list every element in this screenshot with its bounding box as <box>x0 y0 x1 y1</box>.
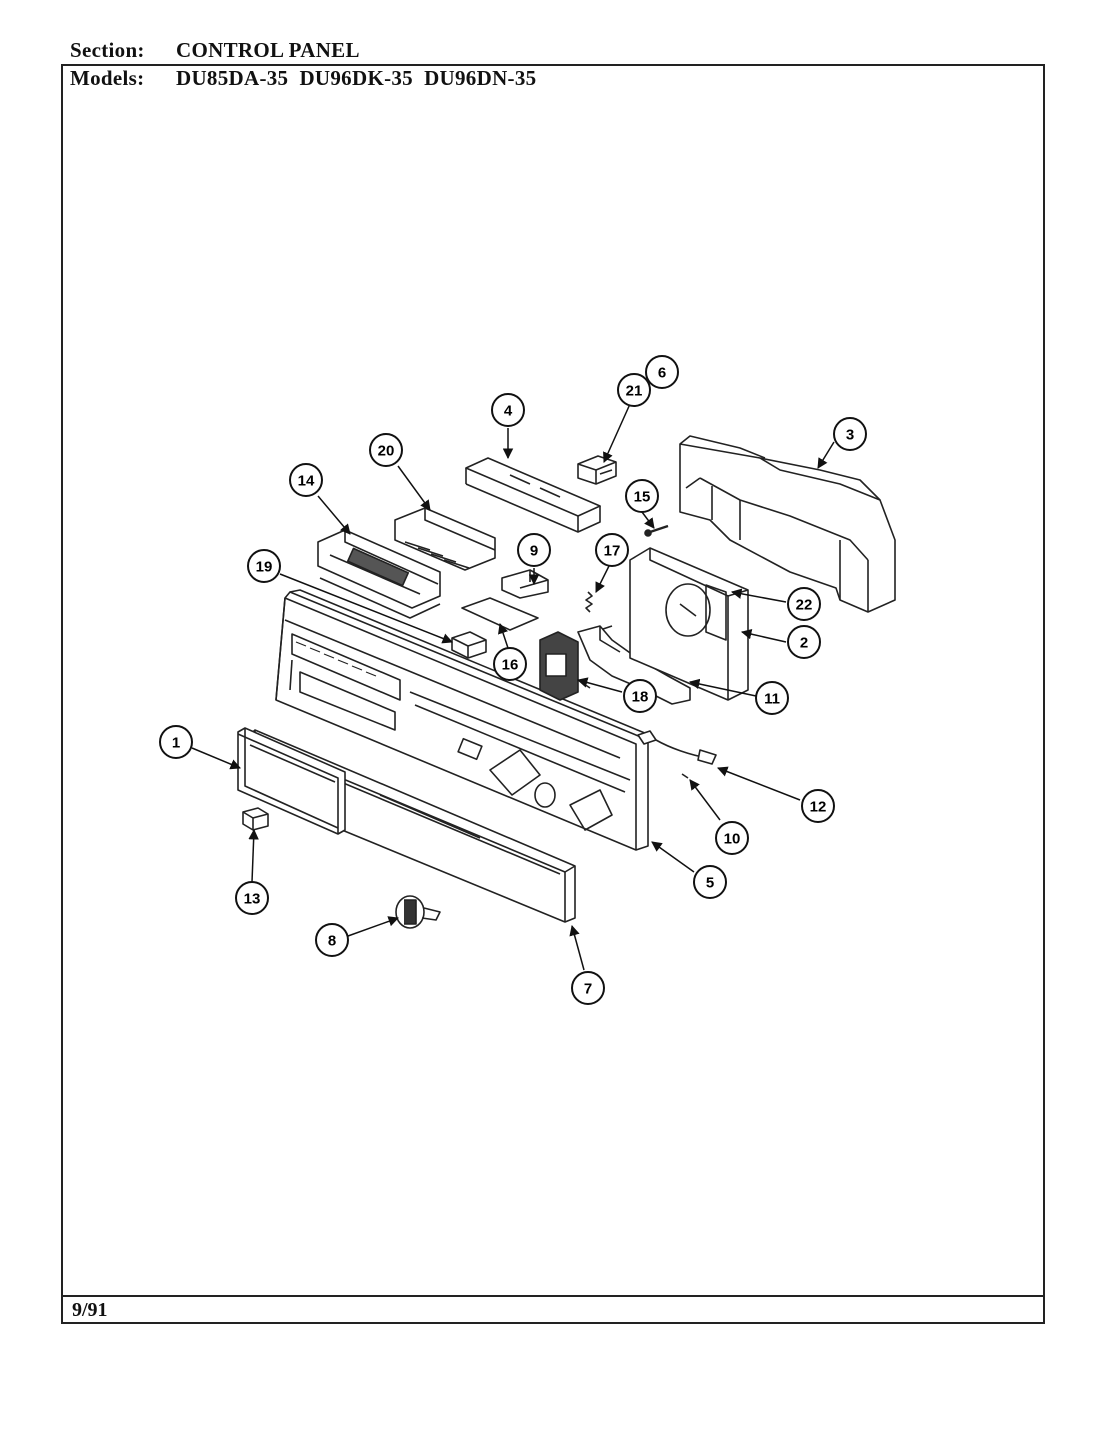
callout-17-label: 17 <box>604 543 621 560</box>
spring-part <box>585 591 593 613</box>
callout-1-label: 1 <box>172 735 180 752</box>
selector-switch-part <box>539 631 591 701</box>
callout-2-label: 2 <box>800 635 808 652</box>
callout-16: 16 <box>493 647 527 681</box>
callout-13-label: 13 <box>244 891 261 908</box>
callout-3: 3 <box>833 417 867 451</box>
wiring-bracket-part <box>577 625 691 705</box>
page-frame <box>61 64 1045 1324</box>
screw-part <box>644 524 669 537</box>
timer-part <box>629 547 749 701</box>
clip-part <box>681 773 689 779</box>
section-title: CONTROL PANEL <box>176 38 360 62</box>
callout-14-label: 14 <box>298 473 315 490</box>
circuit-board-part <box>461 597 539 631</box>
callout-13: 13 <box>235 881 269 915</box>
callout-4: 4 <box>491 393 525 427</box>
callout-5: 5 <box>693 865 727 899</box>
callout-16-label: 16 <box>502 657 519 674</box>
callout-2: 2 <box>787 625 821 659</box>
section-label: Section: <box>70 38 145 62</box>
models-label: Models: <box>70 66 145 90</box>
callout-6-label: 6 <box>658 365 666 382</box>
callouts: 1 2 3 4 5 6 7 8 9 10 11 12 13 14 15 16 1… <box>159 355 867 1005</box>
callout-3-label: 3 <box>846 427 854 444</box>
leader-lines <box>191 381 835 971</box>
small-switch-part <box>451 631 487 659</box>
callout-1: 1 <box>159 725 193 759</box>
callout-19: 19 <box>247 549 281 583</box>
callout-8: 8 <box>315 923 349 957</box>
callout-14: 14 <box>289 463 323 497</box>
callout-6: 6 <box>645 355 679 389</box>
knob-part <box>395 895 441 929</box>
callout-22: 22 <box>787 587 821 621</box>
footer-rule <box>61 1295 1045 1297</box>
callout-20-label: 20 <box>378 443 395 460</box>
callout-17: 17 <box>595 533 629 567</box>
button-block-part <box>242 807 269 831</box>
callout-11-label: 11 <box>764 691 780 708</box>
callout-15: 15 <box>625 479 659 513</box>
callout-20: 20 <box>369 433 403 467</box>
callout-5-label: 5 <box>706 875 714 892</box>
callout-4-label: 4 <box>504 403 513 420</box>
callout-21-label: 21 <box>626 383 643 400</box>
callout-9: 9 <box>517 533 551 567</box>
callout-19-label: 19 <box>256 559 273 576</box>
callout-18: 18 <box>623 679 657 713</box>
switch-bank-part <box>394 507 496 571</box>
callout-7-label: 7 <box>584 981 592 998</box>
callout-9-label: 9 <box>530 543 538 560</box>
callout-21: 21 <box>617 373 651 407</box>
rear-shroud-part <box>679 435 896 613</box>
callout-11: 11 <box>755 681 789 715</box>
control-panel-console-part <box>275 589 653 851</box>
callout-15-label: 15 <box>634 489 651 506</box>
callout-22-label: 22 <box>796 597 813 614</box>
cover-plate-part <box>465 457 601 533</box>
callout-12: 12 <box>801 789 835 823</box>
callout-10-label: 10 <box>724 831 741 848</box>
handle-part <box>237 727 346 835</box>
callout-12-label: 12 <box>810 799 827 816</box>
footer-date: 9/91 <box>72 1299 108 1321</box>
callout-10: 10 <box>715 821 749 855</box>
callout-7: 7 <box>571 971 605 1005</box>
callout-8-label: 8 <box>328 933 336 950</box>
models-list: DU85DA-35 DU96DK-35 DU96DN-35 <box>176 66 537 90</box>
bracket-part <box>501 569 549 599</box>
connector-part <box>577 455 617 485</box>
callout-18-label: 18 <box>632 689 649 706</box>
wire-harness-part <box>637 730 717 765</box>
